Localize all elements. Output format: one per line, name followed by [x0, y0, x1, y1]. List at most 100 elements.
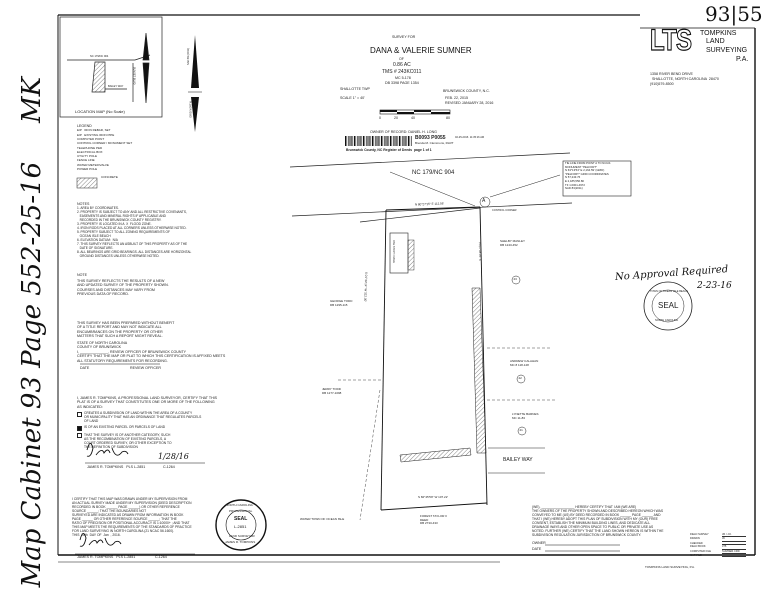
- east-line-bearing: N 01°08'05" E: [477, 242, 483, 262]
- north-arrow-bottom: GRID NORTH: [189, 101, 193, 118]
- barcode-bar: [408, 136, 409, 146]
- legend-item: EIP EXISTING IRON PIPE: [77, 132, 115, 137]
- legend-item: POWER POLE: [77, 167, 98, 172]
- barcode-bar: [399, 136, 400, 146]
- barcode-bar: [400, 136, 402, 146]
- barcode-bar: [351, 136, 352, 146]
- town-seal-graphic: [643, 281, 693, 331]
- owner-cert-text: (WE), __________________ HEREBY CERTIFY …: [532, 505, 664, 537]
- company-name-1: TOMPKINS: [700, 30, 737, 37]
- drawn-cert-text: I CERTIFY THAT THIS MAP WAS DRAWN UNDER …: [72, 497, 192, 537]
- signature-strokes: [79, 443, 129, 547]
- neighbor-name: GEORGE TODD: [330, 299, 353, 303]
- barcode-bar: [346, 136, 348, 146]
- barcode-bar: [361, 136, 363, 146]
- scale-label: SCALE 1" = 40': [340, 96, 365, 100]
- note2-title: NOTE: [77, 273, 87, 277]
- barcode-bar: [411, 136, 412, 146]
- hatched-easement: [471, 287, 487, 454]
- company-name-2: LAND: [706, 38, 725, 45]
- barcode-bar: [405, 136, 406, 146]
- notes-title: NOTES: [77, 202, 90, 206]
- barcode-bar: [376, 136, 378, 146]
- file-info-row: CHECKED: [690, 542, 750, 546]
- stamp-datetime: 02-25-2016 11:35:16 AM: [455, 136, 485, 139]
- legend-item: COMPUTED POINT: [77, 137, 105, 141]
- barcode-bar: [354, 136, 355, 146]
- bailey-way-label: BAILEY WAY: [503, 457, 533, 463]
- note-item: 2. PROPERTY IS SUBJECT TO ANY AND ALL RE…: [77, 210, 187, 223]
- town-seal-center: SEAL: [658, 301, 679, 310]
- barcode-bar: [357, 136, 358, 146]
- adjoining-lines: [338, 347, 555, 521]
- file-info-value: JK: [722, 537, 746, 542]
- company-city: SHALLOTTE, NORTH CAROLINA 28470: [652, 77, 719, 81]
- client-name: DANA & VALERIE SUMNER: [370, 46, 472, 55]
- location-map-label: LOCATION MAP (No Scale): [75, 109, 125, 114]
- cert-option: THAT THE SURVEY IS OF ANOTHER CATEGORY, …: [77, 433, 201, 449]
- scale-tick-40: 40: [411, 116, 415, 120]
- drawn-cert-license: C-1264: [155, 555, 167, 559]
- neighbor-name: LYNETTE BARNES: [512, 412, 539, 416]
- lot-number: 21: [519, 428, 523, 432]
- barcode-bar: [370, 136, 372, 146]
- barcode-bar: [388, 136, 390, 146]
- note-item: 7. THIS SURVEY REFLECTS AN ASBUILT OF TH…: [77, 242, 188, 251]
- neighbor-name: FOREST TAYLOR II: [420, 514, 447, 518]
- file-info-row: MAP FILE: [690, 554, 750, 558]
- point-a-label: A: [482, 198, 486, 204]
- lot-number: 22: [518, 376, 522, 380]
- locmap-road-3: SUNSET BLVD: [132, 66, 136, 85]
- note-item: 1. AREA BY COORDINATES.: [77, 206, 119, 211]
- survey-for-label: SURVEY FOR: [392, 35, 416, 39]
- legend-item: TELEPHONE PED: [77, 145, 103, 150]
- file-info-row: DRAWN JK: [690, 537, 750, 542]
- margin-initials: MK: [17, 76, 47, 124]
- cert-checkbox: [77, 433, 82, 438]
- pls-seal-low: LAND SURVEYOR: [229, 534, 255, 538]
- deed-ref: DB 3398 PAGE 1354: [385, 81, 419, 85]
- neighbor-ref: DB 1295-115: [330, 302, 348, 307]
- stamp-county: Brunswick County, NC Register of Deeds p…: [346, 148, 432, 152]
- signature-lines: [75, 363, 620, 555]
- notes-block: NOTES 1. AREA BY COORDINATES.2. PROPERTY…: [77, 202, 277, 258]
- file-info-label: DRAWN: [690, 537, 700, 541]
- neighbor-ref: DB 1243-452: [500, 242, 518, 247]
- barcode-bar: [397, 136, 399, 146]
- stamp-register: Brenda M. Clemmons, RLRT: [415, 141, 454, 145]
- barcode-bar: [387, 136, 388, 146]
- barcode-bar: [352, 136, 354, 146]
- cert-checkbox: [77, 425, 82, 431]
- legend-item: EIP IRON REBAR, SET: [77, 128, 111, 133]
- barcode-bar: [381, 136, 382, 146]
- acreage: 0.86 AC: [393, 62, 411, 68]
- file-info-label: FIELD BOOK: [690, 545, 706, 549]
- barcode-bar: [372, 136, 373, 146]
- barcode-bar: [360, 136, 361, 146]
- barcode-bar: [369, 136, 370, 146]
- note-item: 6. ELEVATION DATUM: N/A: [77, 238, 118, 243]
- barcode-bar: [379, 136, 381, 146]
- sheet-border: [57, 14, 756, 563]
- control-corner-label: CONTROL CORNER: [492, 209, 517, 212]
- barcode-bar: [373, 136, 375, 146]
- barcode-bar: [366, 136, 367, 146]
- barcode-bar: [349, 136, 351, 146]
- pls-seal-top: NORTH CAROLINA: [226, 503, 253, 507]
- cert-option-text: CREATES A SUBDIVISION OF LAND WITHIN THE…: [84, 411, 202, 423]
- barcode-bar: [378, 136, 379, 146]
- barcode-bar: [393, 136, 394, 146]
- neighbor-name: SHELBY MANLEY: [500, 239, 525, 243]
- pls-seal-number: L-2851: [234, 524, 247, 529]
- barcode-bar: [364, 136, 366, 146]
- barcode-bar: [367, 136, 369, 146]
- margin-date: 2-25-16: [17, 161, 47, 263]
- scale-tick-80: 80: [446, 116, 450, 120]
- drawn-cert-signer: JAMES R. TOMPKINS PLS L-2851: [77, 555, 136, 559]
- file-footer: TOMPKINS LAND SURVEYING, P.A.: [645, 565, 695, 569]
